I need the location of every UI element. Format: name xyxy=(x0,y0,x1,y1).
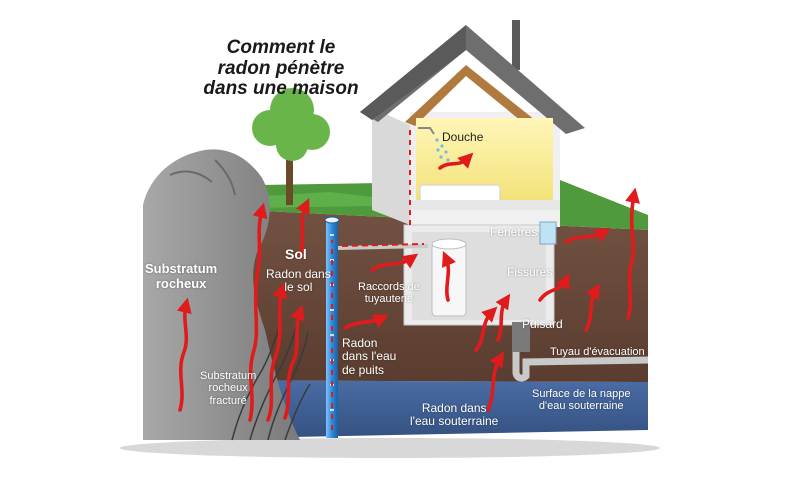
tree-foliage xyxy=(252,88,330,161)
shower-head xyxy=(418,127,435,135)
radon-arrow xyxy=(495,293,511,342)
drain-pipe xyxy=(512,352,649,382)
tree-trunk xyxy=(286,150,293,205)
roof-side xyxy=(360,25,466,120)
radon-arrows xyxy=(176,152,640,422)
radon-arrow xyxy=(584,283,600,332)
label-puisard: Puisard xyxy=(522,317,563,331)
bathtub xyxy=(419,184,501,202)
radon-in-plumbing xyxy=(341,243,425,247)
label-fenetres: Fenêtres xyxy=(490,225,538,239)
rock-fractures xyxy=(231,324,311,441)
radon-arrow xyxy=(266,282,288,422)
basement-window xyxy=(539,221,557,245)
radon-arrow xyxy=(474,306,498,352)
radon-arrow xyxy=(295,198,310,257)
radon-arrow xyxy=(370,253,419,272)
label-sol: Sol xyxy=(285,246,307,262)
label-tuyau: Tuyau d'évacuation xyxy=(550,346,645,358)
plumbing-line xyxy=(337,244,429,250)
radon-arrow xyxy=(538,273,570,302)
ground-shadow xyxy=(120,438,660,458)
chimney xyxy=(512,20,520,70)
radon-arrow xyxy=(248,202,268,422)
water-tank-top xyxy=(431,238,467,250)
rock-crack xyxy=(169,159,236,196)
radon-arrow xyxy=(486,351,505,412)
floor-slab xyxy=(410,200,560,210)
well-cap xyxy=(324,216,340,224)
radon-arrow xyxy=(564,227,611,244)
radon-arrow xyxy=(176,297,192,412)
shower-spray xyxy=(435,138,450,162)
label-douche: Douche xyxy=(442,130,484,144)
radon-arrow xyxy=(438,152,474,170)
house-wall-side xyxy=(372,108,410,225)
label-fissures: Fissures xyxy=(507,265,553,279)
sump-pit xyxy=(512,322,530,352)
radon-arrow xyxy=(283,304,305,420)
radon-arrow xyxy=(625,187,640,320)
diagram-title: Comment le radon pénètre dans une maison xyxy=(203,37,359,100)
radon-arrow xyxy=(343,314,389,330)
radon-arrow xyxy=(442,251,456,302)
